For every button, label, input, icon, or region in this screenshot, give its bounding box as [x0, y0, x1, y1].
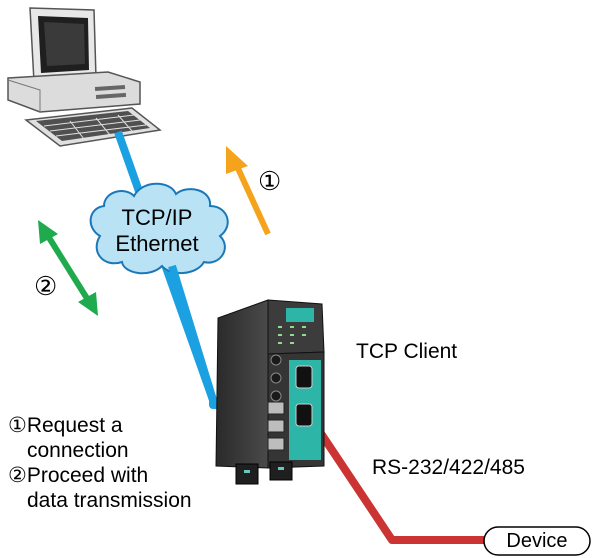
- step1-marker: ①: [258, 166, 282, 196]
- serial-interface-label: RS-232/422/485: [372, 456, 525, 479]
- step2-marker: ②: [34, 271, 58, 301]
- device-box: [483, 526, 591, 556]
- serial-cable: [308, 417, 486, 544]
- legend-step2-line2: data transmission: [27, 489, 192, 512]
- device-server-icon: [215, 299, 325, 485]
- data-transfer-arrow: [38, 220, 98, 316]
- cloud-label-line2: Ethernet: [115, 231, 199, 256]
- computer-icon: [7, 7, 162, 147]
- cloud-label-line1: TCP/IP: [121, 205, 193, 230]
- device-label: Device: [506, 530, 568, 552]
- request-arrow: [226, 146, 271, 236]
- network-cloud: [89, 182, 229, 275]
- tcp-client-label: TCP Client: [356, 340, 458, 363]
- legend-step2-line1: ②Proceed with: [8, 464, 149, 487]
- legend-step1-line2: connection: [27, 439, 129, 462]
- legend-step1-line1: ①Request a: [8, 414, 123, 437]
